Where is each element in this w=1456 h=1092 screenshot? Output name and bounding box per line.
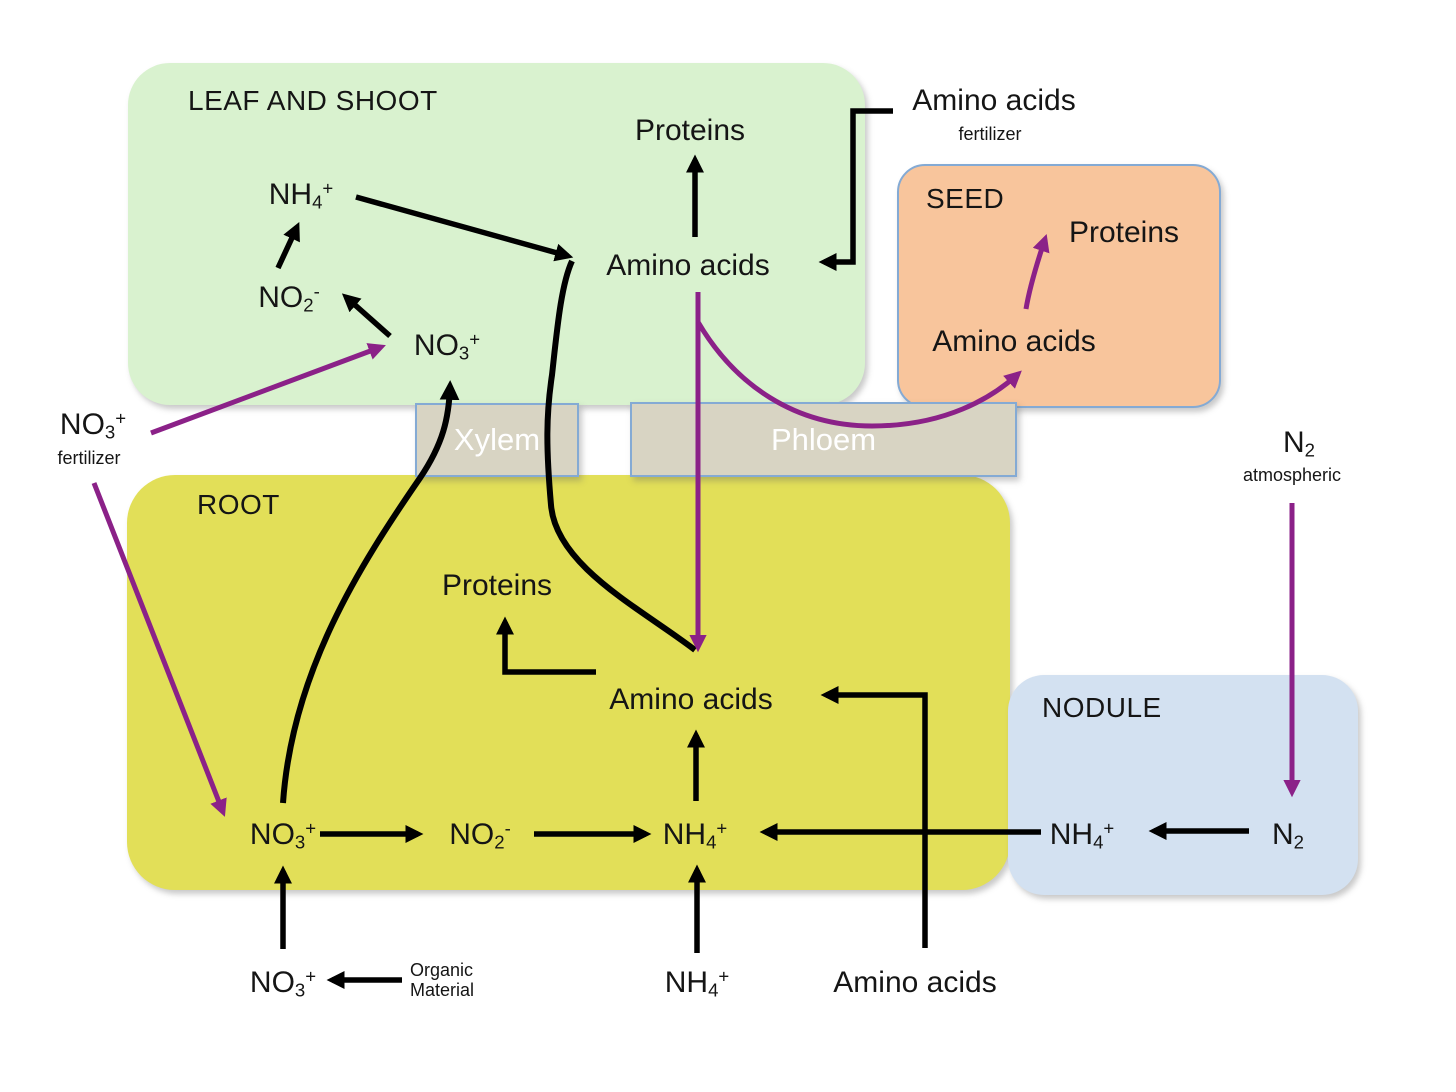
leaf-no2-label: NO2-: [258, 280, 320, 316]
leaf-nh4-label: NH4+: [268, 177, 334, 213]
seed-amino-label: Amino acids: [932, 325, 1096, 358]
nodule-title: NODULE: [1042, 692, 1162, 723]
leaf-title: LEAF AND SHOOT: [188, 85, 438, 116]
root-title: ROOT: [197, 489, 280, 520]
leaf-proteins-label: Proteins: [634, 114, 746, 147]
xylem-label: Xylem: [453, 422, 541, 457]
organic-material-label: Organic Material: [410, 960, 475, 1001]
organic-material-line2: Material: [410, 979, 475, 1000]
seed-proteins-label: Proteins: [1068, 216, 1180, 249]
amino-fertilizer-label: Amino acids: [912, 84, 1076, 117]
root-no3-label: NO3+: [249, 817, 317, 853]
soil-no3-label: NO3+: [249, 965, 317, 1001]
soil-no3-fertilizer-sublabel: fertilizer: [57, 448, 121, 468]
soil-nh4-label: NH4+: [664, 965, 730, 1001]
soil-no3-fertilizer-label: NO3+: [59, 407, 127, 443]
root-amino-label: Amino acids: [609, 683, 773, 716]
xylem-channel: Xylem: [415, 403, 579, 477]
nodule-n2-label: N2: [1271, 818, 1305, 853]
atmospheric-n2-label: N2: [1282, 426, 1316, 461]
root-no2-label: NO2-: [449, 817, 511, 853]
phloem-channel: Phloem: [630, 402, 1017, 477]
phloem-label: Phloem: [770, 421, 877, 457]
organic-material-line1: Organic: [410, 960, 474, 980]
soil-amino-label: Amino acids: [833, 966, 997, 999]
nodule-nh4-label: NH4+: [1049, 817, 1115, 853]
root-proteins-label: Proteins: [441, 569, 553, 602]
amino-fertilizer-sublabel: fertilizer: [958, 124, 1022, 144]
root-nh4-label: NH4+: [662, 817, 728, 853]
seed-title: SEED: [926, 183, 1005, 214]
leaf-no3-label: NO3+: [413, 328, 481, 364]
atmospheric-n2-sublabel: atmospheric: [1242, 465, 1342, 485]
leaf-amino-label: Amino acids: [606, 249, 770, 282]
